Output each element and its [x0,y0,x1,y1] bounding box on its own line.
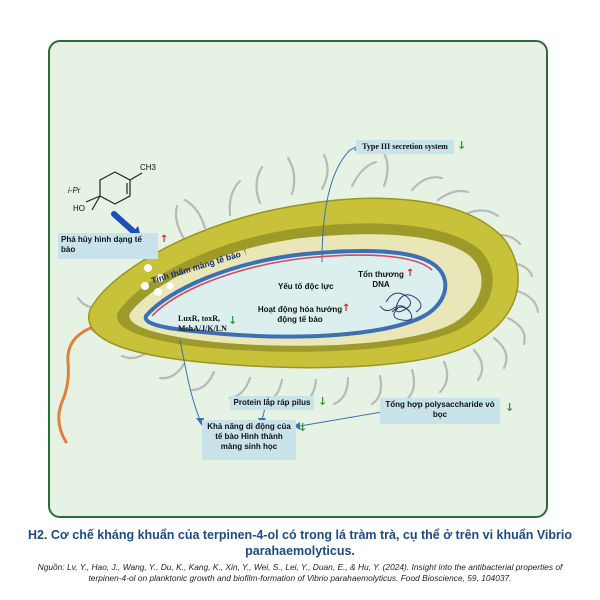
virulence-label: Yếu tố độc lực [278,282,334,291]
genes-down-arrow: ↓ [228,314,238,327]
dna-up-arrow: ↑ [406,268,415,279]
molecule-ch3: CH3 [140,163,157,172]
dna-damage-label: Tổn thương DNA [358,270,404,289]
motility-biofilm-label: Khả năng di động của tế bào Hình thành m… [202,420,296,460]
capsule-label: Tổng hợp polysaccharide vỏ bọc [380,398,500,424]
capsule-down-arrow: ↓ [505,401,515,414]
chemotaxis-label: Hoạt động hóa hướng động tế bào [257,305,343,324]
molecule-ho: HO [73,204,85,213]
membrane-up-arrow: ↑ [241,246,250,259]
figure-caption-source: Nguồn: Lv, Y., Hao, J., Wang, Y., Du, K.… [37,562,563,583]
motility-down-arrow: ↓ [298,421,308,434]
figure-caption-title: H2. Cơ chế kháng khuẩn của terpinen-4-ol… [27,528,573,558]
t3ss-down-arrow: ↓ [457,139,467,152]
molecule-arrow [111,211,137,235]
cell-membrane [143,248,448,339]
membrane-inner-line [151,254,433,317]
chemotaxis-up-arrow: ↑ [342,303,351,314]
terpinen-dots [141,264,174,296]
connector-arrowhead-4 [294,422,300,430]
t3ss-label: Type III secretion system [356,140,454,154]
pilus-label: Protein lắp ráp pilus [230,396,314,410]
terpinen-4-ol-molecule [85,171,143,211]
cell-shape-label: Phá hủy hình dạng tế bào [58,233,158,259]
flagellum [57,324,98,444]
genes-label: LuxR, toxR, MshA/J/K/LN [178,314,227,333]
cell-shape-up-arrow: ↑ [160,234,169,245]
molecule-ipr: i-Pr [68,186,81,195]
dna-icon [379,292,422,321]
pilus-down-arrow: ↓ [318,395,328,408]
